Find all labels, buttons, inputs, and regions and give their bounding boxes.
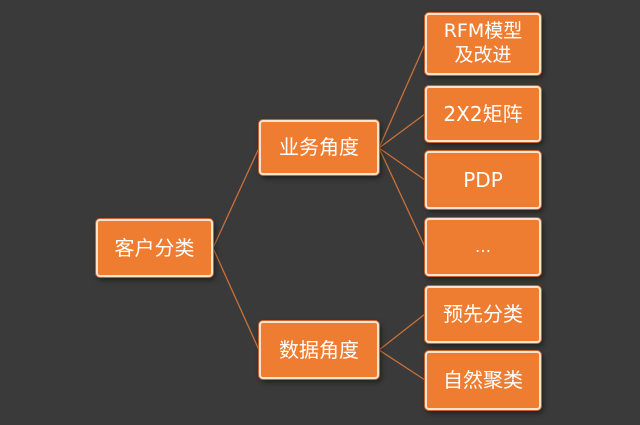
connector-data-to-natural-cluster: [378, 349, 426, 381]
node-ellipsis: …: [425, 218, 541, 276]
node-natural-clustering: 自然聚类: [425, 351, 541, 410]
node-label: 2X2矩阵: [443, 101, 523, 126]
node-label: 业务角度: [279, 135, 359, 159]
node-label: 自然聚类: [443, 368, 523, 392]
node-pre-classification: 预先分类: [425, 286, 541, 343]
node-2x2-matrix: 2X2矩阵: [425, 86, 541, 142]
connector-data-to-preclassify: [378, 313, 426, 351]
node-data-perspective: 数据角度: [259, 321, 379, 379]
node-customer-classification: 客户分类: [96, 219, 213, 277]
connector-root-to-data: [212, 247, 260, 351]
connector-business-to-2x2: [378, 113, 426, 149]
node-label: 客户分类: [114, 235, 195, 260]
connector-business-to-ellipsis: [378, 147, 426, 248]
node-pdp: PDP: [425, 151, 541, 209]
node-label: PDP: [463, 167, 503, 192]
node-rfm-model: RFM模型及改进: [425, 13, 541, 75]
node-label: 预先分类: [443, 302, 523, 326]
node-label: 数据角度: [279, 337, 359, 362]
node-business-perspective: 业务角度: [259, 120, 379, 175]
connector-root-to-business: [212, 147, 260, 249]
node-label: …: [475, 237, 491, 256]
node-label: RFM模型及改进: [443, 20, 523, 66]
connector-business-to-rfm: [378, 43, 426, 149]
connector-business-to-pdp: [378, 147, 426, 181]
